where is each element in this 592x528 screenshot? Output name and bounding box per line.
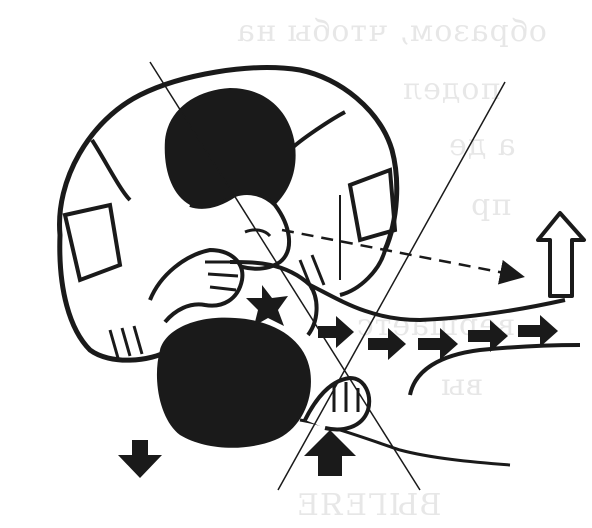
- patient-mouth-star: [246, 285, 288, 326]
- outlined-up-arrow-icon: [538, 213, 584, 296]
- flow-arrow-2-icon: [368, 328, 406, 360]
- down-arrow-icon: [118, 440, 162, 478]
- patient-shoulder-line: [410, 345, 580, 395]
- rescuer-arm-right: [340, 250, 385, 295]
- flow-arrow-5-icon: [518, 315, 558, 347]
- up-arrow-icon: [304, 430, 356, 476]
- patient-hair: [157, 318, 311, 448]
- flow-arrow-1-icon: [318, 316, 354, 348]
